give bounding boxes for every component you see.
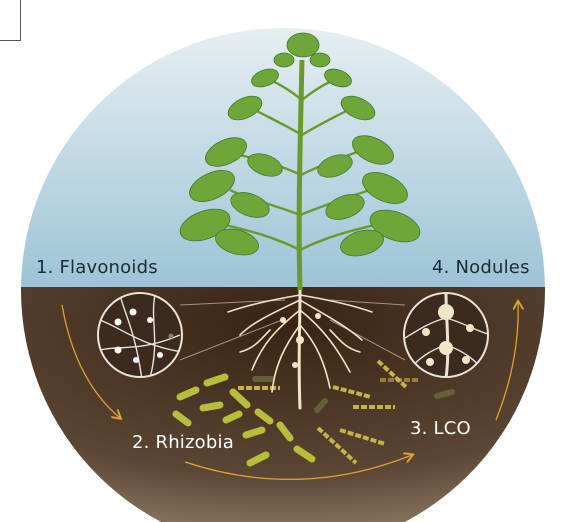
label-flavonoids: 1. Flavonoids (36, 257, 158, 278)
sky (0, 0, 566, 290)
label-nodules: 4. Nodules (432, 257, 530, 278)
nodule-inset-circle (404, 292, 488, 378)
label-lco: 3. LCO (410, 418, 471, 439)
label-rhizobia: 2. Rhizobia (132, 432, 234, 453)
